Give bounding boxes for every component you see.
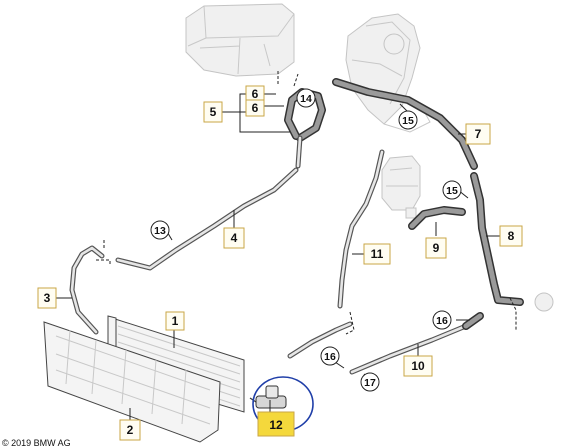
coolant-hose-8 — [470, 172, 554, 312]
circled-16a: 16 — [432, 310, 452, 330]
coolant-line-11 — [337, 149, 385, 309]
callout-8: 8 — [499, 225, 523, 247]
circled-17-label: 17 — [364, 377, 376, 389]
callout-9: 9 — [425, 237, 447, 259]
callout-5: 5 — [203, 101, 223, 123]
callout-4-label: 4 — [231, 231, 238, 245]
callout-10-label: 10 — [411, 359, 425, 373]
callout-9-label: 9 — [433, 241, 440, 255]
circled-16b: 16 — [320, 346, 340, 366]
coolant-line-10 — [349, 312, 484, 375]
copyright-notice: © 2019 BMW AG — [2, 438, 71, 447]
callout-12: 12 — [257, 411, 295, 437]
coolant-hose-9 — [408, 206, 466, 230]
circled-13: 13 — [150, 220, 170, 240]
callout-1-label: 1 — [172, 314, 179, 328]
circled-13-label: 13 — [154, 225, 166, 237]
coolant-hose-7 — [332, 78, 478, 170]
circled-16b-label: 16 — [324, 351, 336, 363]
circled-15a: 15 — [398, 110, 418, 130]
part-12-connector — [249, 385, 287, 409]
callout-8-label: 8 — [508, 229, 515, 243]
circled-16a-label: 16 — [436, 315, 448, 327]
circled-14: 14 — [296, 88, 316, 108]
callout-3: 3 — [37, 287, 57, 309]
callout-4: 4 — [223, 227, 245, 249]
circled-14-label: 14 — [300, 93, 312, 105]
coolant-line-4 — [115, 167, 299, 271]
coolant-line-lower — [287, 321, 353, 359]
circled-15b: 15 — [442, 180, 462, 200]
ghost-coolant-reservoir — [381, 155, 421, 219]
callout-3-label: 3 — [44, 291, 51, 305]
radiator-frame — [43, 321, 221, 443]
callout-1: 1 — [165, 311, 185, 331]
circled-15a-label: 15 — [402, 115, 414, 127]
callout-5-label: 5 — [210, 105, 217, 119]
ghost-expansion-unit — [185, 3, 295, 77]
coolant-line-3 — [69, 245, 105, 335]
callout-6b: 6 — [245, 99, 265, 117]
callout-12-label: 12 — [269, 418, 283, 432]
callout-7-label: 7 — [475, 127, 482, 141]
callout-6a: 6 — [245, 85, 265, 103]
callout-2: 2 — [119, 419, 141, 441]
callout-6a-label: 6 — [252, 87, 259, 101]
callout-11-label: 11 — [371, 247, 384, 261]
callout-6b-label: 6 — [252, 101, 259, 115]
circled-17: 17 — [360, 372, 380, 392]
callout-11: 11 — [363, 243, 391, 265]
callout-7: 7 — [465, 123, 491, 145]
callout-10: 10 — [403, 355, 433, 377]
ghost-electric-motor — [345, 13, 431, 133]
circled-15b-label: 15 — [446, 185, 458, 197]
callout-2-label: 2 — [127, 423, 134, 437]
